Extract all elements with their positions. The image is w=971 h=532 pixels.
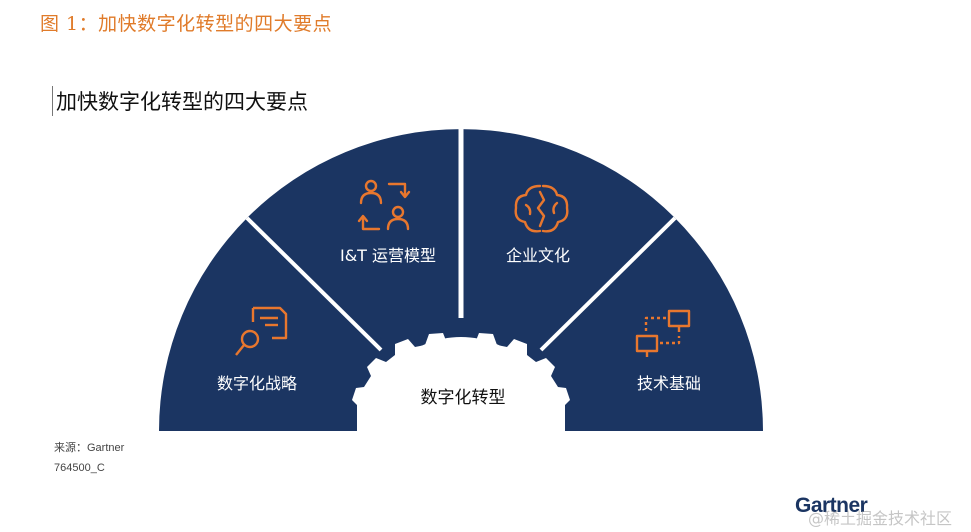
- source-label: 来源：Gartner: [54, 442, 125, 454]
- segment-label-digital-strategy: 数字化战略: [184, 366, 330, 398]
- network-nodes-icon: [635, 309, 691, 357]
- document-magnifier-icon: [235, 306, 288, 356]
- hub-gear: [352, 333, 570, 431]
- diagram-title: 加快数字化转型的四大要点: [52, 86, 308, 116]
- segment-divider: [245, 216, 383, 352]
- segment-label-it-operating-model: I&T 运营模型: [326, 238, 450, 270]
- watermark: @稀土掘金技术社区: [808, 509, 953, 528]
- segment-divider: [539, 216, 677, 352]
- people-exchange-icon: [357, 179, 411, 231]
- gartner-logo: Gartner: [795, 494, 868, 517]
- segment-label-enterprise-culture: 企业文化: [476, 238, 600, 270]
- document-id: 764500_C: [54, 462, 105, 474]
- source-note: 来源：Gartner 764500_C: [54, 438, 124, 478]
- hub-label: 数字化转型: [420, 388, 506, 408]
- brain-icon: [514, 184, 569, 233]
- figure-caption: 图 1：加快数字化转型的四大要点: [40, 13, 333, 35]
- segment-label-tech-foundation: 技术基础: [598, 366, 740, 398]
